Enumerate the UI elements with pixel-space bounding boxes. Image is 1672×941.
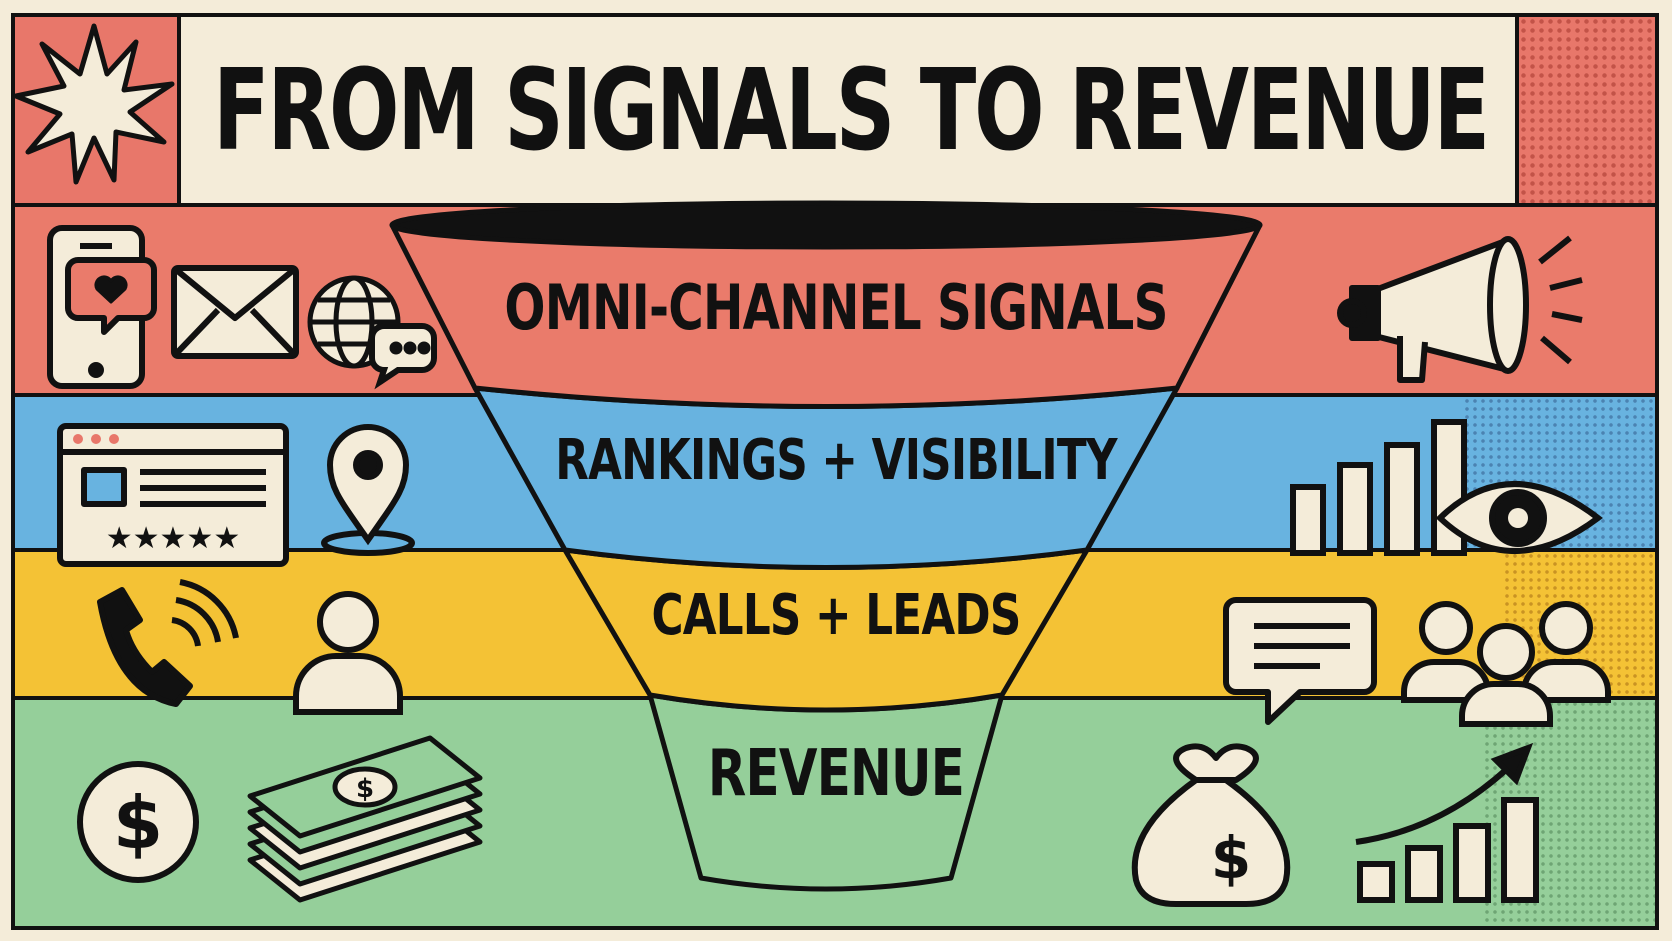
location-pin-icon [321,424,415,556]
corner-panel-right [1515,17,1655,205]
phone-ringing-icon [97,579,239,707]
page-title: FROM SIGNALS TO REVENUE [212,46,1490,176]
bar-chart-icon [1290,419,1467,556]
dollar-coin-icon: $ [77,761,199,883]
envelope-icon [171,265,299,359]
starburst-icon [13,23,175,185]
funnel-label-calls: CALLS + LEADS [651,583,1021,648]
svg-text:★★★★★: ★★★★★ [106,521,240,556]
person-icon [293,591,403,715]
globe-chat-icon [307,275,437,390]
svg-text:$: $ [1211,824,1251,892]
money-bag-icon: $ [1131,743,1291,907]
svg-text:$: $ [113,781,163,865]
review-listing-icon: ★★★★★ [57,423,289,567]
growth-chart-icon [1355,742,1539,903]
smartphone-heart-icon [47,225,157,389]
svg-text:$: $ [356,774,374,804]
funnel-rim [389,200,1263,250]
funnel-label-rankings: RANKINGS + VISIBILITY [555,428,1117,493]
eye-icon [1435,481,1603,554]
funnel-label-signals: OMNI-CHANNEL SIGNALS [504,271,1168,344]
cash-stack-icon: $ [247,735,483,903]
funnel [389,200,1263,892]
chat-bubble-icon [1223,597,1377,725]
funnel-label-revenue: REVENUE [707,737,965,811]
people-group-icon [1401,601,1611,727]
megaphone-icon [1337,235,1583,383]
title-box: FROM SIGNALS TO REVENUE [181,17,1519,205]
